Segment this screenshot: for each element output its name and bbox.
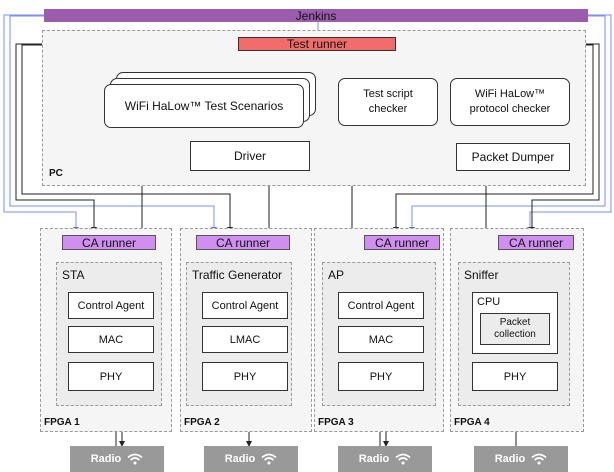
ca-runner-3: CA runner: [364, 235, 440, 250]
fpga-3-label: FPGA 3: [318, 417, 354, 428]
jenkins-bar: Jenkins: [44, 8, 588, 23]
traffic-generator-label: Traffic Generator: [192, 268, 283, 282]
radio-2: Radio: [204, 446, 298, 472]
test-runner-bar: Test runner: [238, 37, 396, 51]
block-label: MAC: [368, 333, 394, 346]
test-script-checker-label: Test script checker: [363, 88, 413, 115]
block-label: PHY: [503, 370, 527, 383]
packet-collection-box: Packet collection: [480, 313, 550, 345]
radio-4: Radio: [474, 446, 568, 472]
fpga-2-label: FPGA 2: [184, 417, 220, 428]
sniffer-label: Sniffer: [464, 268, 499, 282]
pc-label: PC: [49, 168, 63, 179]
cpu-label: CPU: [477, 296, 501, 308]
phy-block: PHY: [472, 362, 558, 391]
ca-runner-label: CA runner: [508, 235, 564, 250]
test-runner-label: Test runner: [286, 37, 348, 51]
fpga-1-label: FPGA 1: [44, 417, 80, 428]
ca-runner-1: CA runner: [62, 235, 156, 250]
radio-label: Radio: [224, 453, 256, 465]
block-label: Control Agent: [77, 299, 145, 312]
wifi-icon: [395, 453, 411, 465]
radio-3: Radio: [338, 446, 432, 472]
test-script-checker-box: Test script checker: [338, 78, 438, 126]
control-agent-block: Control Agent: [202, 292, 288, 319]
lmac-block: LMAC: [202, 326, 288, 353]
radio-1: Radio: [70, 446, 164, 472]
mac-block: MAC: [68, 326, 154, 353]
test-scenarios-label: WiFi HaLow™ Test Scenarios: [124, 99, 284, 113]
phy-block: PHY: [68, 362, 154, 391]
packet-dumper-label: Packet Dumper: [471, 150, 555, 164]
sta-label: STA: [62, 268, 85, 282]
wifi-icon: [531, 453, 547, 465]
radio-label: Radio: [90, 453, 122, 465]
mac-block: MAC: [338, 326, 424, 353]
block-label: Control Agent: [211, 299, 279, 312]
ca-runner-4: CA runner: [498, 235, 574, 250]
phy-block: PHY: [202, 362, 288, 391]
phy-block: PHY: [338, 362, 424, 391]
control-agent-block: Control Agent: [68, 292, 154, 319]
test-scenarios-box: WiFi HaLow™ Test Scenarios: [104, 84, 304, 128]
block-label: PHY: [99, 370, 123, 383]
ca-runner-label: CA runner: [215, 235, 271, 250]
jenkins-label: Jenkins: [295, 8, 337, 23]
driver-box: Driver: [190, 141, 310, 171]
fpga-4-label: FPGA 4: [454, 417, 490, 428]
radio-label: Radio: [358, 453, 390, 465]
wifi-icon: [261, 453, 277, 465]
ca-runner-label: CA runner: [81, 235, 137, 250]
packet-dumper-box: Packet Dumper: [456, 143, 570, 171]
control-agent-block: Control Agent: [338, 292, 424, 319]
ap-label: AP: [328, 268, 345, 282]
block-label: PHY: [369, 370, 393, 383]
driver-label: Driver: [234, 149, 266, 163]
radio-label: Radio: [494, 453, 526, 465]
block-label: Control Agent: [347, 299, 415, 312]
protocol-checker-label: WiFi HaLow™ protocol checker: [469, 88, 551, 115]
packet-collection-label: Packet collection: [494, 317, 536, 340]
protocol-checker-box: WiFi HaLow™ protocol checker: [450, 78, 570, 126]
block-label: MAC: [98, 333, 124, 346]
block-label: LMAC: [229, 333, 261, 346]
ca-runner-label: CA runner: [374, 235, 430, 250]
block-label: PHY: [233, 370, 257, 383]
ca-runner-2: CA runner: [196, 235, 290, 250]
wifi-icon: [127, 453, 143, 465]
